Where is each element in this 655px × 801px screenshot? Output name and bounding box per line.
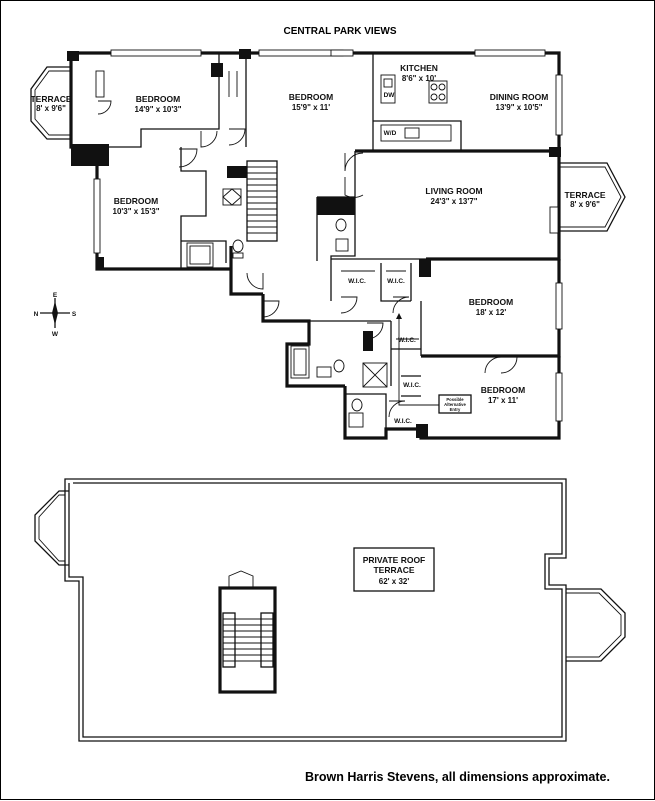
wic-label-4: W.I.C.	[403, 382, 421, 389]
room-dims-terrace-west: 8' x 9'6"	[36, 104, 66, 113]
compass-e: E	[53, 292, 58, 299]
bathroom-fixtures	[186, 71, 419, 428]
roof-terrace-label-box: PRIVATE ROOF TERRACE 62' x 32'	[353, 547, 435, 592]
compass-w: W	[52, 331, 59, 338]
footer-disclaimer: Brown Harris Stevens, all dimensions app…	[305, 770, 610, 784]
room-name-dining-room: DINING ROOM	[490, 92, 549, 102]
apartment-doors	[97, 100, 518, 418]
room-dims-bedroom-2: 15'9" x 11'	[292, 103, 330, 112]
plan-title: CENTRAL PARK VIEWS	[283, 26, 397, 37]
roof-terrace-dims: 62' x 32'	[379, 577, 410, 586]
room-labels: TERRACE 8' x 9'6" BEDROOM 14'9" x 10'3" …	[30, 63, 605, 425]
possible-entry-line-1: Possible	[446, 397, 464, 402]
room-dims-kitchen: 8'6" x 10'	[402, 74, 436, 83]
dishwasher-label: DW	[384, 92, 396, 99]
terrace-east-outline	[559, 162, 626, 232]
room-dims-bedroom-5: 17' x 11'	[488, 396, 518, 405]
roof-terrace-name-2: TERRACE	[373, 565, 414, 575]
room-dims-bedroom-3: 10'3" x 15'3"	[113, 207, 160, 216]
room-dims-living-room: 24'3" x 13'7"	[431, 197, 478, 206]
apartment-windows	[93, 49, 563, 422]
room-name-bedroom-4: BEDROOM	[469, 297, 513, 307]
possible-entry-marker	[396, 313, 472, 414]
roof-terrace-name-1: PRIVATE ROOF	[363, 555, 426, 565]
possible-entry-line-2: Alternative	[444, 402, 466, 407]
apartment-walls	[67, 49, 561, 440]
wic-label-1: W.I.C.	[348, 278, 366, 285]
possible-entry-line-3: Entry	[450, 407, 461, 412]
wic-label-3: W.I.C.	[398, 337, 416, 344]
terrace-west-outline	[30, 66, 71, 140]
room-dims-bedroom-4: 18' x 12'	[476, 308, 507, 317]
compass-n: N	[34, 311, 39, 318]
room-name-bedroom-5: BEDROOM	[481, 385, 525, 395]
compass-rose: E W N S	[34, 292, 77, 338]
room-name-living-room: LIVING ROOM	[425, 186, 482, 196]
kitchen-fixtures	[380, 74, 452, 142]
room-dims-terrace-east: 8' x 9'6"	[570, 200, 600, 209]
roof-stair-bulkhead	[218, 570, 277, 694]
room-name-bedroom-3: BEDROOM	[114, 196, 158, 206]
compass-s: S	[72, 311, 77, 318]
room-name-terrace-west: TERRACE	[30, 94, 71, 104]
room-name-kitchen: KITCHEN	[400, 63, 438, 73]
wic-label-2: W.I.C.	[387, 278, 405, 285]
wic-label-5: W.I.C.	[394, 418, 412, 425]
room-dims-bedroom-1: 14'9" x 10'3"	[135, 105, 182, 114]
room-name-terrace-east: TERRACE	[564, 190, 605, 200]
roof-terrace-outline	[34, 478, 626, 742]
room-name-bedroom-1: BEDROOM	[136, 94, 180, 104]
room-name-bedroom-2: BEDROOM	[289, 92, 333, 102]
room-dims-dining-room: 13'9" x 10'5"	[496, 103, 543, 112]
washer-dryer-label: W/D	[384, 130, 397, 137]
